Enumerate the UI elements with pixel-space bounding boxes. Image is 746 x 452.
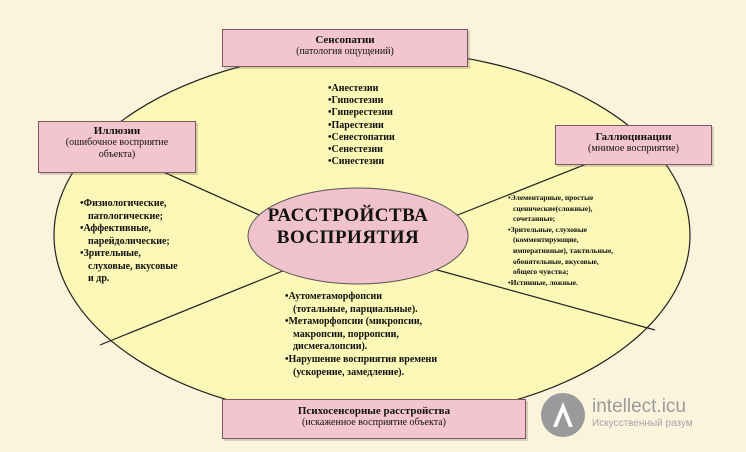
list-item: •Синестезии [328,156,385,168]
watermark-logo-icon [553,402,573,427]
list-item: и др. [88,273,110,284]
list-item: сочетанные; [513,214,556,224]
list-item: •Зрительные, [80,248,141,259]
list-item: •Парестезии [328,119,384,131]
watermark-logo-circle [541,393,585,437]
list-item: •Физиологические, [80,198,167,209]
center-title-line1: РАССТРОЙСТВА [267,205,429,226]
illusions-list: •Физиологические, патологические; •Аффек… [80,198,178,286]
list-item: •Зрительные, слуховые [508,224,588,234]
psychosensory-title: Психосенсорные расстройства [297,405,451,417]
watermark[interactable]: intellect.icu Искусственный разум [592,397,693,431]
sensopathy-title: Сенсопатии [315,34,375,46]
illusions-subtitle-line1: (ошибочное восприятие [65,137,169,148]
divider-lower-left [99,267,291,346]
list-item: дисмегалопсии). [293,341,368,353]
list-item: •Гиперестезии [328,107,393,119]
hallucinations-box: Галлюцинации (мнимое восприятие) [555,125,712,165]
list-item: (ускорение, замедление). [293,366,405,378]
list-item: •Гипостезии [328,95,384,107]
illusions-title: Иллюзии [93,125,141,137]
hallucinations-title: Галлюцинации [595,131,672,143]
psychosensory-box: Психосенсорные расстройства (искаженное … [222,399,526,439]
watermark-tagline: Искусственный разум [592,418,693,429]
list-item: парейдолические; [88,235,170,247]
center-title: РАССТРОЙСТВА ВОСПРИЯТИЯ [258,205,438,249]
list-item: (тотальные, парциальные). [293,303,418,315]
hallucinations-subtitle: (мнимое восприятие) [588,143,679,154]
center-ellipse [247,187,469,285]
illusions-box: Иллюзии (ошибочное восприятие объекта) [38,121,196,173]
list-item: •Сенестопатии [328,131,395,143]
psychosensory-subtitle: (искаженное восприятие объекта) [302,417,446,428]
list-item: •Аффективные, [80,223,151,234]
sensopathy-subtitle: (патология ощущений) [296,46,394,57]
list-item: макропсии, порропсии, [293,328,399,340]
list-item: •Элементарные, простые [508,193,594,202]
list-item: (комментирующие, [513,235,579,245]
watermark-name: intellect.icu [592,396,686,417]
hallucinations-list: •Элементарные, простые сценические(сложн… [508,193,613,288]
sensopathy-box: Сенсопатии (патология ощущений) [222,29,468,67]
list-item: •Метаморфопсии (микропсии, [285,316,423,328]
list-item: •Нарушение восприятия времени [285,353,438,365]
list-item: императивные), тактильные, [513,245,614,255]
list-item: патологические; [88,210,163,222]
list-item: обонятельные, вкусовые, [513,256,599,266]
list-item: •Аутометаморфопсии [285,291,382,302]
sensopathy-list: •Анестезии •Гипостезии •Гиперестезии •Па… [328,83,395,168]
divider-lower-right [429,267,656,331]
list-item: сценические(сложные), [513,203,593,213]
list-item: •Истинные, ложные. [508,277,578,287]
illusions-subtitle-line2: объекта) [98,149,136,160]
list-item: слуховые, вкусовые [88,260,178,272]
list-item: общего чувства; [513,267,569,277]
list-item: •Сенестезии [328,144,383,156]
psychosensory-list: •Аутометаморфопсии (тотальные, парциальн… [285,291,437,379]
list-item: •Анестезии [328,83,379,94]
center-title-line2: ВОСПРИЯТИЯ [276,227,420,248]
